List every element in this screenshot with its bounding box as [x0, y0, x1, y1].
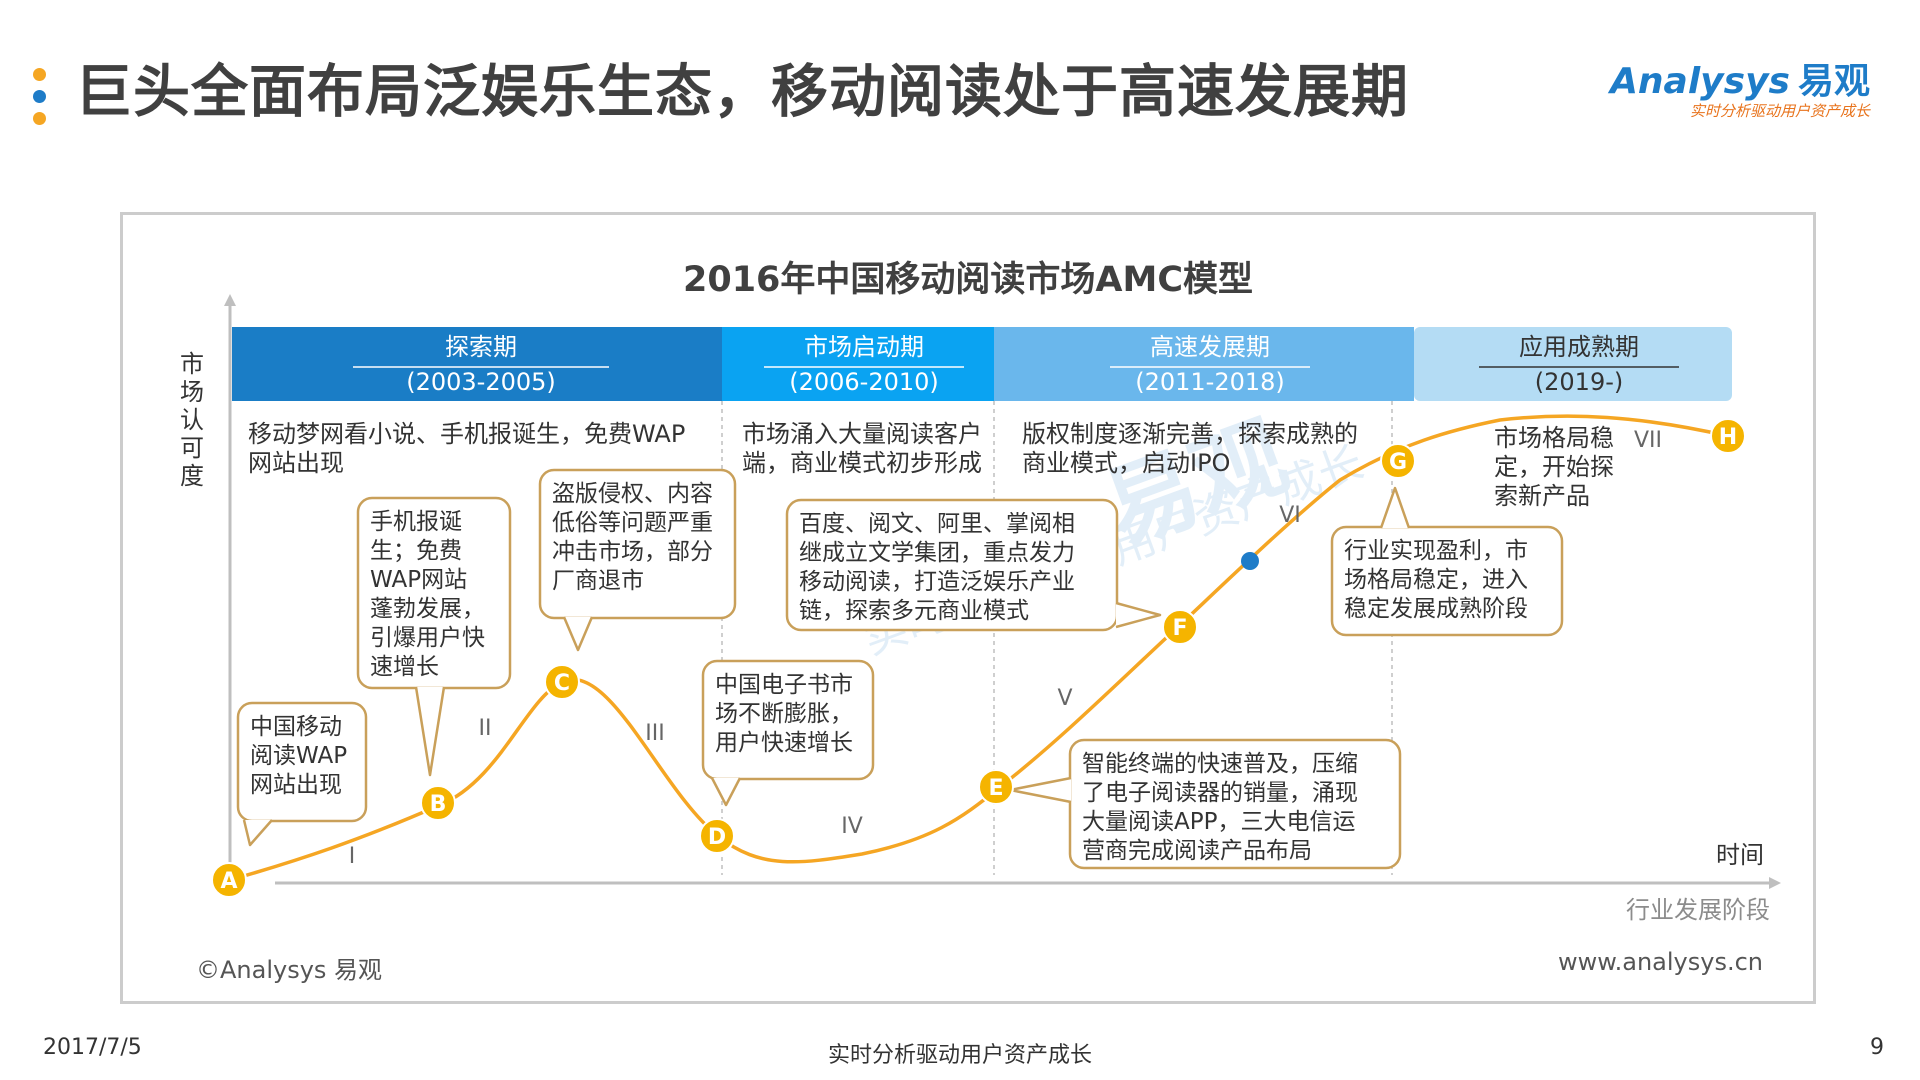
page-number: 9	[1870, 1035, 1884, 1060]
bullet-dot-top	[33, 68, 46, 81]
copyright-note: ©Analysys 易观	[196, 956, 383, 984]
logo-text: Analysys	[1610, 61, 1790, 102]
website-note: www.analysys.cn	[1557, 948, 1763, 976]
logo-cn: 易观	[1797, 61, 1870, 102]
logo-tagline: 实时分析驱动用户资产成长	[1689, 102, 1870, 120]
bullet-dot-middle	[33, 90, 46, 103]
diagram-title: 2016年中国移动阅读市场AMC模型	[682, 260, 1253, 300]
footer-tagline: 实时分析驱动用户资产成长	[827, 1043, 1092, 1068]
page-title: 巨头全面布局泛娱乐生态，移动阅读处于高速发展期	[75, 59, 1409, 125]
bullet-dot-bottom	[33, 112, 46, 125]
amc-model-frame: 2016年中国移动阅读市场AMC模型 ©Analysys 易观 www.anal…	[120, 212, 1816, 1004]
footer-date: 2017/7/5	[43, 1035, 142, 1060]
